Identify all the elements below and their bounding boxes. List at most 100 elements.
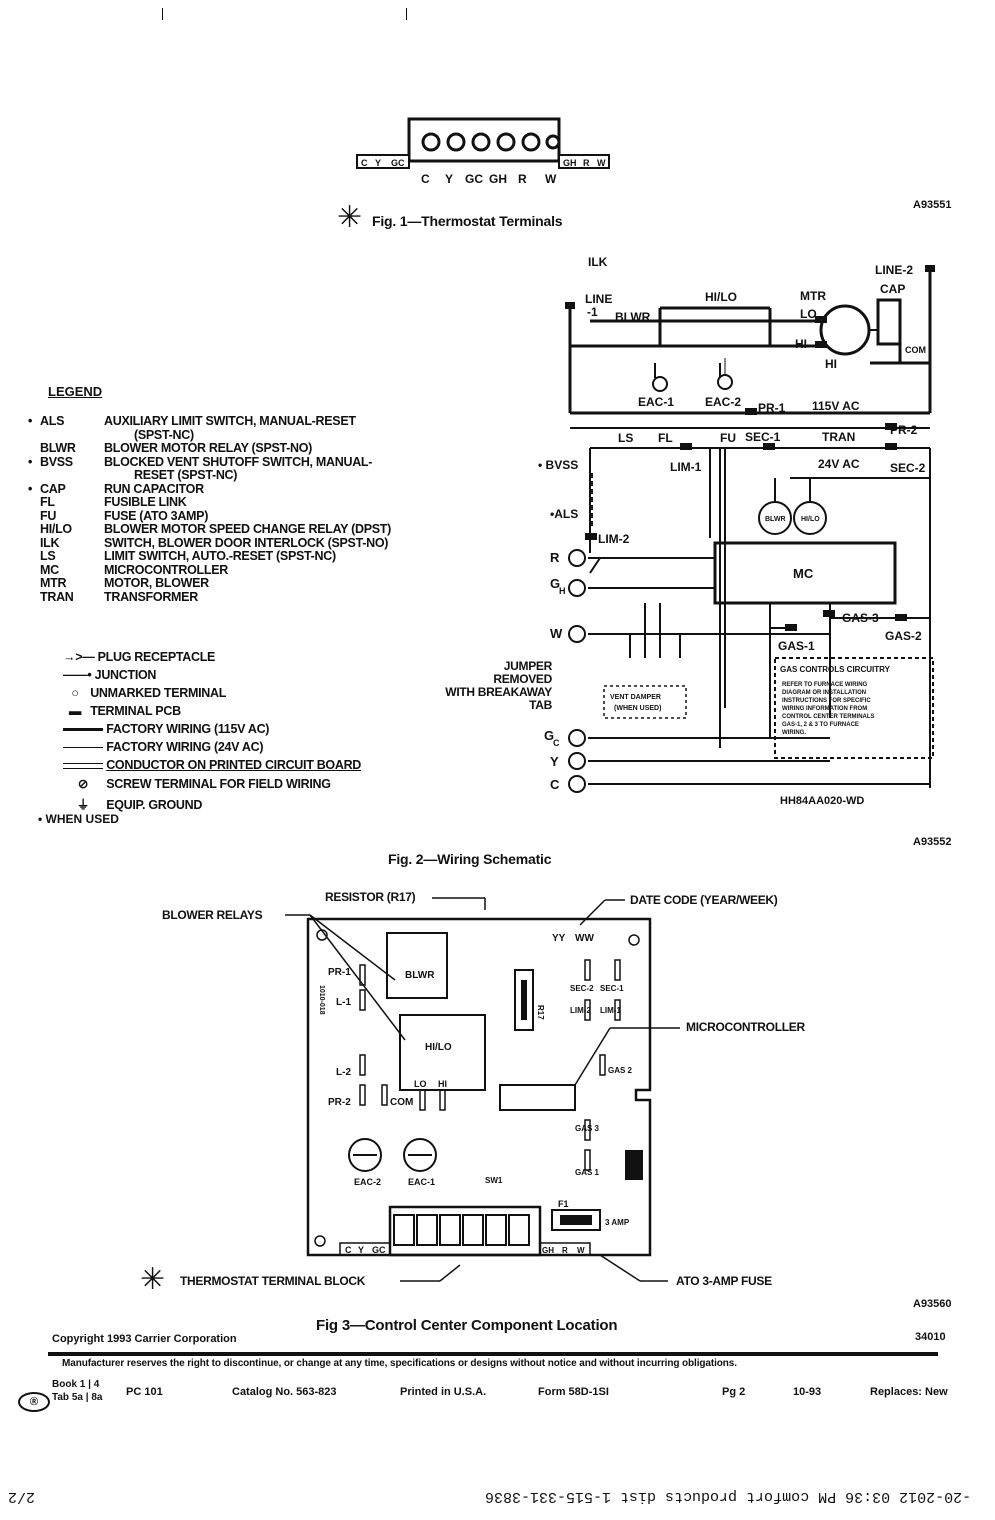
fig1-id: A93551 xyxy=(913,199,952,211)
legend-mark: • xyxy=(28,414,33,428)
symbol-plug: →>— PLUG RECEPTACLE xyxy=(63,650,215,664)
tag-right-2: W xyxy=(597,158,606,168)
legend-desc: BLOWER MOTOR SPEED CHANGE RELAY (DPST) xyxy=(104,522,392,536)
callout-blower-relays: BLOWER RELAYS xyxy=(162,908,263,922)
legend-code: FL xyxy=(40,495,55,509)
junction-icon: ——• xyxy=(63,668,92,682)
legend-desc: FUSE (ATO 3AMP) xyxy=(104,508,209,523)
sch-drawing-id: HH84AA020-WD xyxy=(780,795,864,807)
sch-115v: 115V AC xyxy=(812,399,860,413)
sch-gas1: GAS-1 xyxy=(778,639,815,653)
sch-tran: TRAN xyxy=(822,430,855,444)
board-lim1: LIM-1 xyxy=(600,1006,621,1015)
book-tab-grid: Book 1 | 4 Tab 5a | 8a xyxy=(52,1379,103,1403)
board-pr2: PR-2 xyxy=(328,1097,351,1108)
symbol-label-screw: SCREW TERMINAL FOR FIELD WIRING xyxy=(106,777,331,791)
tag-left-2: GC xyxy=(391,158,405,168)
sch-gcc-l3: WIRING INFORMATION FROM xyxy=(782,706,867,712)
legend-code: FU xyxy=(40,508,57,523)
board-hilo: HI/LO xyxy=(425,1042,452,1053)
sch-als: •ALS xyxy=(550,507,578,521)
legend-desc: FUSIBLE LINK xyxy=(104,495,187,509)
sch-eac1: EAC-1 xyxy=(638,395,674,409)
asterisk-mark-icon: ✳ xyxy=(337,201,363,234)
sch-lim2: LIM-2 xyxy=(598,532,630,546)
tab-value: 5a xyxy=(71,1392,83,1403)
board-r17: R17 xyxy=(536,1005,545,1020)
legend-desc: TRANSFORMER xyxy=(104,589,198,604)
unmarked-terminal-icon: ○ xyxy=(71,686,79,700)
callout-microcontroller: MICROCONTROLLER xyxy=(686,1020,805,1034)
wiring-schematic: ILK LINE -1 LINE-2 BLWR HI/LO MTR LO HI … xyxy=(538,255,935,807)
sch-pr2: PR-2 xyxy=(890,423,918,437)
sch-mc: MC xyxy=(793,566,814,581)
sch-c: C xyxy=(550,777,560,792)
board-blwr: BLWR xyxy=(405,970,435,981)
sch-ilk: ILK xyxy=(588,255,608,269)
board-term-w: W xyxy=(577,1246,585,1255)
sch-gcc-l5: GAS-1, 2 & 3 TO FURNACE xyxy=(782,722,859,728)
tag-left-1: Y xyxy=(375,158,381,168)
fig3-callout-leaders xyxy=(285,897,680,1282)
sch-blwr: BLWR xyxy=(615,310,651,324)
legend-mark: • xyxy=(28,481,33,496)
symbol-pcb-conductor: CONDUCTOR ON PRINTED CIRCUIT BOARD xyxy=(63,758,361,772)
logo-icon: Ⓡ xyxy=(18,1392,50,1412)
fax-header: -20-2012 03:36 PM comfort products dist … xyxy=(485,1488,971,1505)
sch-w: W xyxy=(550,626,563,641)
screw-terminal-icon: ⊘ xyxy=(77,777,89,791)
board-l2: L-2 xyxy=(336,1067,351,1078)
sch-hilo-coil: HI/LO xyxy=(801,516,820,523)
board-eac1: EAC-1 xyxy=(408,1177,435,1187)
terminal-label-gc: GC xyxy=(465,172,483,186)
book-value-2: 4 xyxy=(93,1379,100,1390)
jumper-line-2: REMOVED xyxy=(493,672,552,686)
tab-value-2: 8a xyxy=(91,1392,103,1403)
book-label: Book xyxy=(52,1379,77,1390)
callout-date-code: DATE CODE (YEAR/WEEK) xyxy=(630,893,778,907)
sch-cap: CAP xyxy=(880,282,905,296)
board-term-gh: GH xyxy=(542,1246,554,1255)
legend-item: (SPST-NC) xyxy=(28,428,194,442)
symbol-label-conductor: CONDUCTOR ON PRINTED CIRCUIT BOARD xyxy=(106,758,362,772)
terminal-label-c: C xyxy=(421,172,430,186)
board-lim2: LIM-2 xyxy=(570,1006,591,1015)
pc-number: PC 101 xyxy=(126,1386,163,1398)
legend-desc: RESET (SPST-NC) xyxy=(134,468,238,482)
board-yy: YY xyxy=(552,933,566,944)
fax-page: 2/2 xyxy=(8,1488,36,1505)
board-f1: F1 xyxy=(558,1199,569,1209)
date: 10-93 xyxy=(793,1386,822,1398)
terminal-label-gh: GH xyxy=(489,172,507,186)
terminal-screws xyxy=(421,132,561,152)
fig2-id: A93552 xyxy=(913,836,952,848)
asterisk-mark-2-icon: ✳ xyxy=(140,1263,166,1296)
legend-code: BLWR xyxy=(40,441,76,455)
legend-item: FL FUSIBLE LINK xyxy=(28,495,187,509)
doc-number: 34010 xyxy=(915,1331,946,1343)
legend-desc: SWITCH, BLOWER DOOR INTERLOCK (SPST-NO) xyxy=(104,535,389,550)
sch-gas3: GAS-3 xyxy=(842,611,879,625)
board-sec2: SEC-2 xyxy=(570,984,594,993)
symbol-label-pcb: TERMINAL PCB xyxy=(90,704,181,718)
symbol-label-24v: FACTORY WIRING (24V AC) xyxy=(106,740,264,754)
form-number: Form 58D-1SI xyxy=(538,1386,609,1398)
terminal-label-y: Y xyxy=(445,172,453,186)
symbol-unmarked: ○ UNMARKED TERMINAL xyxy=(63,686,226,700)
board-term-r: R xyxy=(562,1246,568,1255)
sch-y: Y xyxy=(550,754,559,769)
legend-code: CAP xyxy=(40,481,66,496)
sch-lo: LO xyxy=(800,307,817,321)
board-gas3: GAS 3 xyxy=(575,1124,600,1133)
legend-code: MTR xyxy=(40,576,67,590)
sch-gcc-l4: CONTROL CENTER TERMINALS xyxy=(782,714,875,720)
legend-code: MC xyxy=(40,562,59,577)
printed-in: Printed in U.S.A. xyxy=(400,1386,487,1398)
board-term-gc: GC xyxy=(372,1245,386,1255)
sch-gcc-l2: INSTRUCTIONS FOR SPECIFIC xyxy=(782,698,871,704)
footer-rule xyxy=(48,1352,938,1356)
sch-gh: G xyxy=(550,576,560,591)
